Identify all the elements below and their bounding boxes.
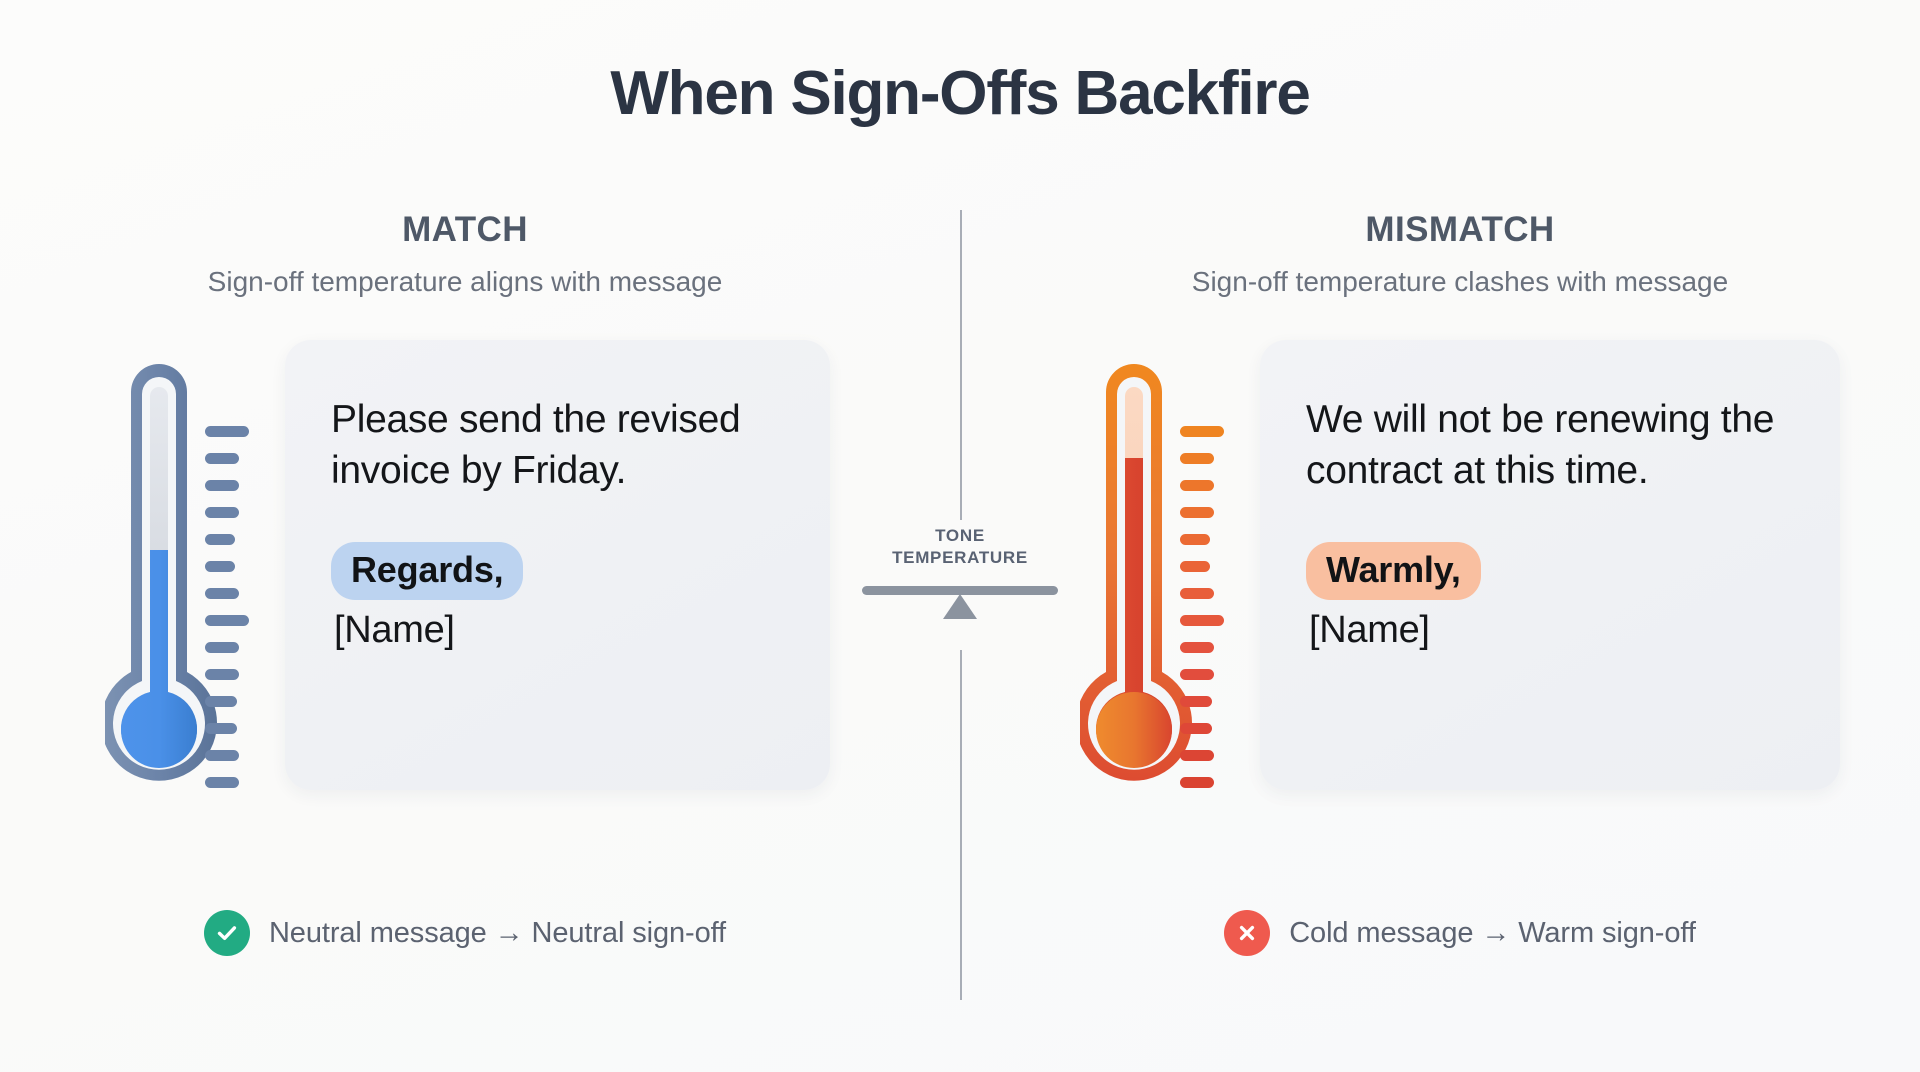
- verdict-text-match: Neutral message → Neutral sign-off: [268, 916, 727, 949]
- verdict-text-mismatch: Cold message → Warm sign-off: [1289, 916, 1696, 949]
- x-circle-icon: [1224, 910, 1271, 956]
- signoff-highlight-match: Regards,: [331, 542, 524, 601]
- message-card-mismatch: We will not be renewing the contract at …: [1260, 340, 1840, 790]
- thermometer-and-card-mismatch: We will not be renewing the contract at …: [1030, 340, 1890, 860]
- thermometer-and-card-match: Please send the revised invoice by Frida…: [35, 340, 895, 860]
- verdict-mismatch: Cold message → Warm sign-off: [1030, 910, 1890, 956]
- tone-label-line2: TEMPERATURE: [892, 548, 1028, 568]
- signoff-block-mismatch: Warmly, [Name]: [1306, 542, 1794, 652]
- verdict-match: Neutral message → Neutral sign-off: [35, 910, 895, 956]
- thermometer-mercury: [1096, 458, 1172, 767]
- message-text-match: Please send the revised invoice by Frida…: [331, 398, 741, 493]
- thermometer-ticks: [205, 426, 249, 788]
- signoff-block-match: Regards, [Name]: [331, 542, 784, 652]
- hot-thermometer: [1080, 340, 1260, 860]
- message-card-match: Please send the revised invoice by Frida…: [285, 340, 830, 790]
- page-title: When Sign-Offs Backfire: [610, 59, 1310, 128]
- thermometer-bulb-fill: [121, 692, 197, 768]
- signoff-name-mismatch: [Name]: [1309, 609, 1430, 652]
- panel-heading-match: MATCH: [402, 210, 528, 249]
- cold-thermometer: [105, 340, 285, 860]
- panel-subtitle-mismatch: Sign-off temperature clashes with messag…: [1191, 266, 1729, 297]
- thermometer-bulb-fill: [1096, 692, 1172, 768]
- scale-fulcrum: [943, 593, 977, 619]
- message-text-mismatch: We will not be renewing the contract at …: [1306, 398, 1775, 493]
- panel-heading-mismatch: MISMATCH: [1365, 210, 1555, 249]
- vertical-divider-top: [960, 210, 962, 520]
- vertical-divider-bottom: [960, 650, 962, 1000]
- scale-beam: [862, 585, 1058, 595]
- signoff-name-match: [Name]: [334, 609, 455, 652]
- panel-subtitle-match: Sign-off temperature aligns with message: [207, 266, 723, 297]
- panel-mismatch: MISMATCH Sign-off temperature clashes wi…: [1030, 210, 1890, 956]
- thermometer-ticks: [1180, 426, 1224, 788]
- check-circle-icon: [203, 910, 250, 956]
- balance-scale-icon: [860, 585, 1060, 620]
- signoff-highlight-mismatch: Warmly,: [1306, 542, 1481, 601]
- panel-match: MATCH Sign-off temperature aligns with m…: [35, 210, 895, 956]
- tone-label-line1: TONE: [935, 526, 985, 545]
- tone-temperature-legend: TONE TEMPERATURE: [860, 525, 1060, 620]
